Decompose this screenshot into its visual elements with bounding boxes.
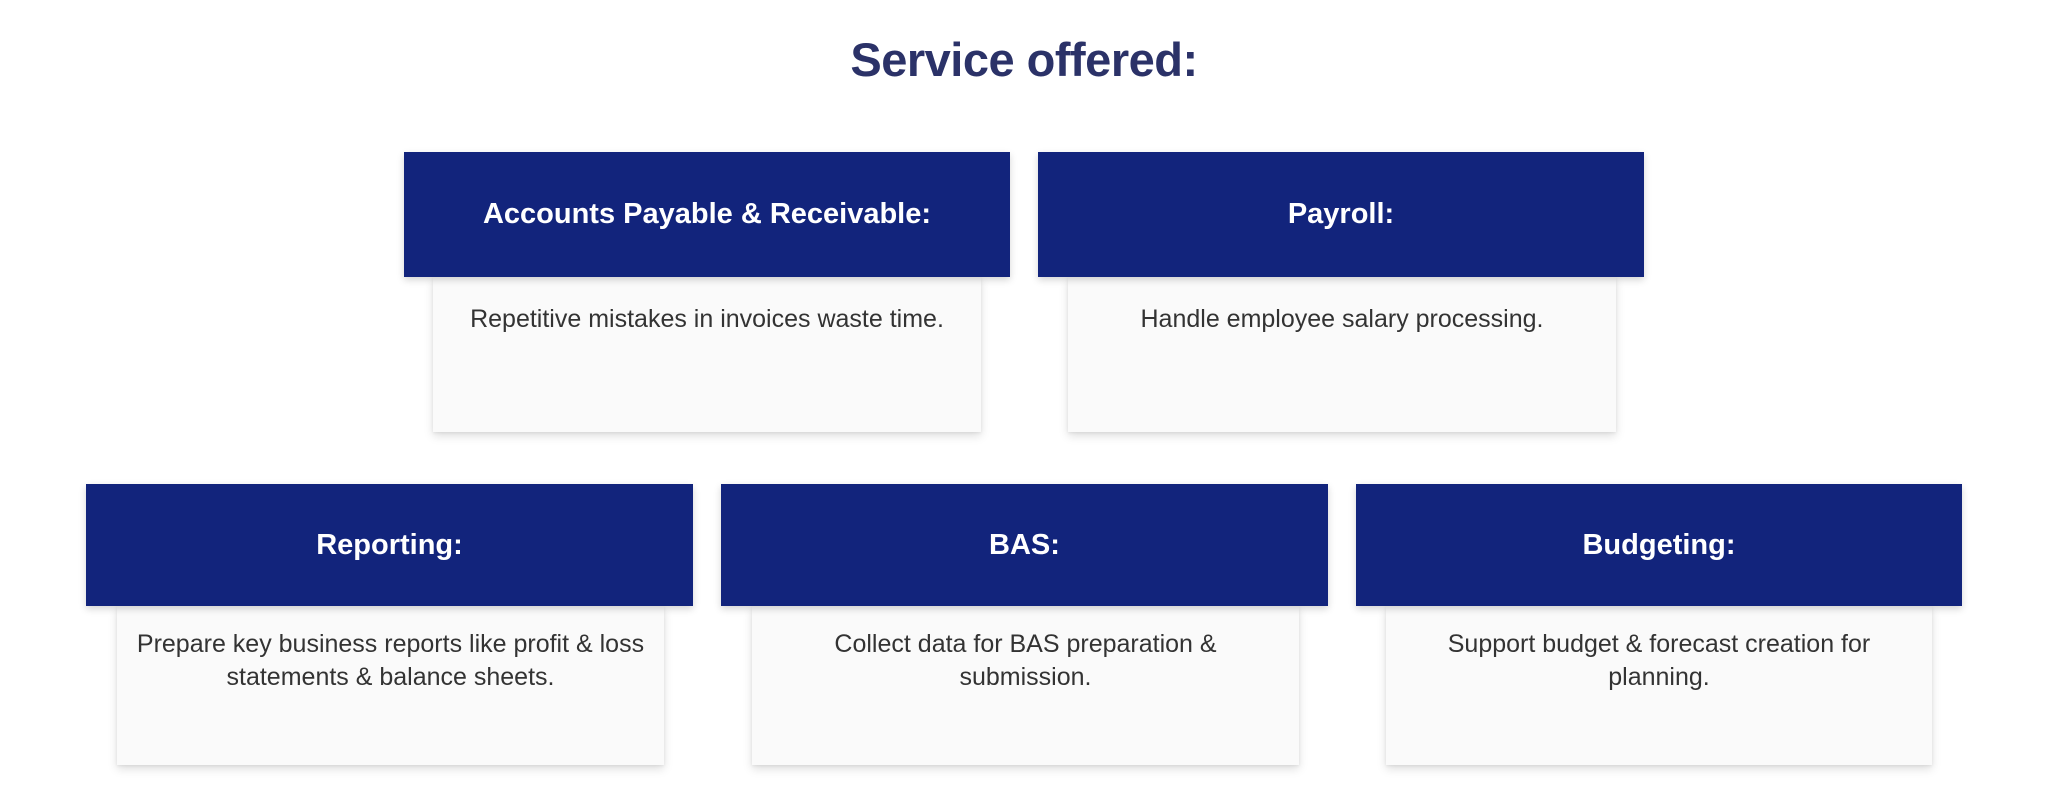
service-card-body: Handle employee salary processing. bbox=[1068, 277, 1616, 432]
page-title: Service offered: bbox=[850, 33, 1198, 86]
service-card-body-text: Handle employee salary processing. bbox=[1140, 305, 1544, 333]
service-card-header: Reporting: bbox=[86, 484, 693, 606]
service-card-body-text: Prepare key business reports like profit… bbox=[136, 630, 645, 691]
service-card-body: Repetitive mistakes in invoices waste ti… bbox=[433, 277, 981, 432]
service-card-header: Payroll: bbox=[1038, 152, 1644, 277]
service-card-body-text: Support budget & forecast creation for p… bbox=[1447, 630, 1871, 691]
service-card-body-text: Collect data for BAS preparation & submi… bbox=[834, 630, 1217, 691]
service-card-header: Accounts Payable & Receivable: bbox=[404, 152, 1010, 277]
service-card-header: BAS: bbox=[721, 484, 1328, 606]
service-card-body: Collect data for BAS preparation & submi… bbox=[752, 606, 1299, 765]
service-card-body-text: Repetitive mistakes in invoices waste ti… bbox=[470, 305, 944, 333]
service-card-header: Budgeting: bbox=[1356, 484, 1962, 606]
service-card-body: Support budget & forecast creation for p… bbox=[1386, 606, 1932, 765]
service-card-body: Prepare key business reports like profit… bbox=[117, 606, 664, 765]
